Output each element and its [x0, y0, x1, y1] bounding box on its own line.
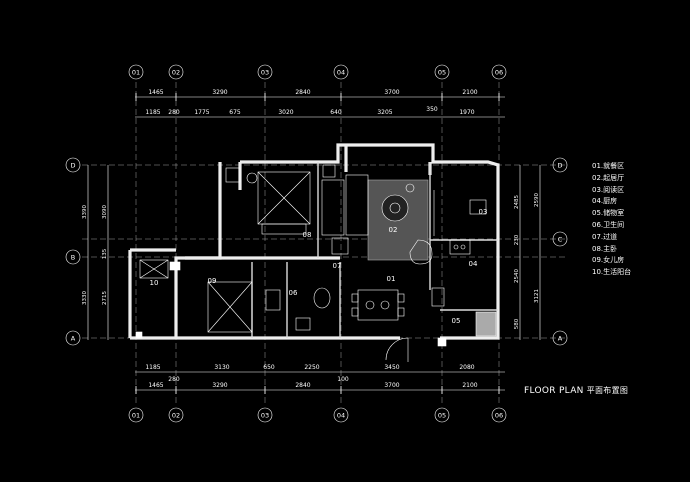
- grid-col-label: 02: [172, 412, 180, 420]
- dim-bottom-outer: 2100: [462, 382, 477, 389]
- grid-col-label: 06: [495, 412, 503, 420]
- room-label: 05: [452, 317, 461, 325]
- dim-right-inner: 2485: [514, 195, 520, 209]
- plan-title-cn: 平面布置图: [586, 386, 629, 395]
- grid-col-label: 02: [172, 69, 180, 77]
- grid-col-label: 04: [337, 412, 345, 420]
- dim-bottom-outer: 3290: [212, 382, 227, 389]
- grid-col-label: 06: [495, 69, 503, 77]
- grid-row-label: D: [70, 162, 75, 170]
- room-label: 09: [208, 277, 217, 285]
- grid-col-label: 05: [438, 69, 446, 77]
- dim-bottom-inner: 2080: [459, 364, 474, 371]
- dim-top-outer: 3290: [212, 89, 227, 96]
- grid-row-label: C: [558, 236, 563, 244]
- room-legend: 01.就餐区 02.起居厅 03.阅读区 04.厨房 05.储物室 06.卫生间…: [592, 161, 631, 279]
- dim-top-inner: 675: [229, 109, 241, 116]
- room-label: 08: [303, 231, 312, 239]
- grid-col-label: 03: [261, 412, 269, 420]
- plan-title-en: FLOOR PLAN: [524, 386, 584, 396]
- dim-top-inner: 1970: [459, 109, 474, 116]
- dim-top-inner: 350: [426, 106, 438, 113]
- dim-bottom-inner: 280: [168, 376, 180, 383]
- dim-left-outer: 3390: [82, 205, 88, 219]
- legend-item: 07.过道: [592, 232, 618, 241]
- dim-top-inner: 1775: [194, 109, 209, 116]
- dim-bottom-inner: 100: [337, 376, 349, 383]
- dim-bottom-outer: 2840: [295, 382, 310, 389]
- legend-item: 01.就餐区: [592, 162, 625, 170]
- dim-bottom-inner: 650: [263, 364, 275, 371]
- dim-bottom-outer: 1465: [148, 382, 163, 389]
- dim-left-inner: 135: [102, 248, 108, 259]
- grid-row-label: D: [557, 162, 562, 170]
- legend-item: 08.主卧: [592, 244, 618, 253]
- dim-bottom-inner: 3450: [384, 364, 399, 371]
- dim-top-outer: 2840: [295, 89, 310, 96]
- grid-row-label: A: [558, 335, 563, 343]
- legend-item: 04.厨房: [592, 197, 618, 206]
- dim-left-outer: 3330: [82, 291, 88, 305]
- grid-col-label: 05: [438, 412, 446, 420]
- dim-bottom-inner: 1185: [145, 364, 160, 371]
- dim-top-inner: 1185: [145, 109, 160, 116]
- grid-col-label: 03: [261, 69, 269, 77]
- dim-top-outer: 2100: [462, 89, 477, 96]
- dim-right-outer: 3121: [534, 289, 540, 303]
- dim-top-outer: 3700: [384, 89, 399, 96]
- dim-top-inner: 280: [168, 109, 180, 116]
- room-label: 01: [387, 275, 396, 283]
- dim-bottom-inner: 3130: [214, 364, 229, 371]
- legend-item: 02.起居厅: [592, 173, 625, 182]
- legend-item: 10.生活阳台: [592, 268, 632, 277]
- room-label: 07: [333, 262, 342, 270]
- grid-row-label: A: [71, 335, 76, 343]
- room-label: 03: [479, 208, 488, 216]
- grid-col-label: 04: [337, 69, 345, 77]
- legend-item: 09.女儿房: [592, 256, 625, 265]
- legend-item: 06.卫生间: [592, 220, 625, 229]
- dim-top-inner: 3020: [278, 109, 293, 116]
- dim-top-inner: 640: [330, 109, 342, 116]
- dim-right-inner: 230: [514, 234, 520, 245]
- dim-top-inner: 3205: [377, 109, 392, 116]
- legend-item: 05.储物室: [592, 209, 625, 218]
- dim-right-outer: 2590: [534, 193, 540, 207]
- grid-col-label: 01: [132, 412, 140, 420]
- dim-left-inner: 2715: [102, 291, 108, 305]
- grid-col-label: 01: [132, 69, 140, 77]
- room-label: 04: [469, 260, 478, 268]
- room-label: 06: [289, 289, 298, 297]
- room-label: 02: [389, 226, 398, 234]
- dim-left-inner: 3090: [102, 205, 108, 219]
- room-label: 10: [150, 279, 159, 287]
- legend-item: 03.阅读区: [592, 185, 625, 194]
- dim-bottom-outer: 3700: [384, 382, 399, 389]
- dim-right-inner: 580: [514, 318, 520, 329]
- dim-bottom-inner: 2250: [304, 364, 319, 371]
- dim-right-inner: 2540: [514, 269, 520, 283]
- grid-row-label: B: [71, 254, 75, 262]
- dim-top-outer: 1465: [148, 89, 163, 96]
